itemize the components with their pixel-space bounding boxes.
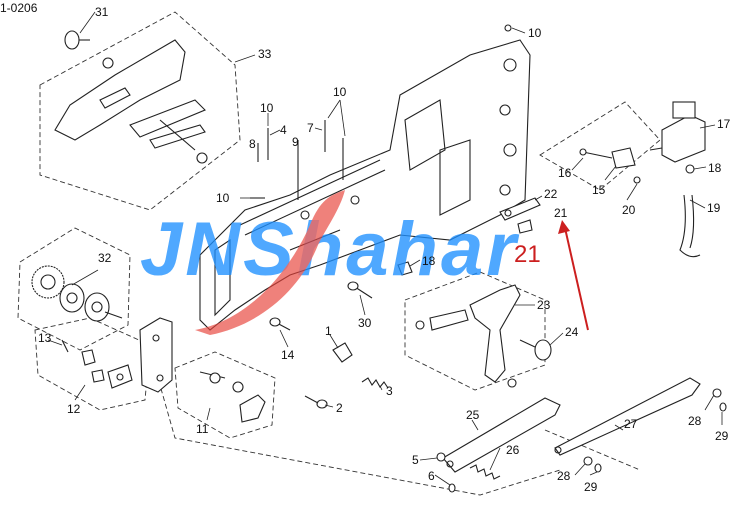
part-31-screw [64,30,90,50]
part-23-lever [415,284,521,388]
part-24-knob [519,339,552,361]
callout-label: 5 [412,453,419,467]
callout-label: 4 [280,123,287,137]
callout-label: 28 [688,414,702,428]
callout-label: 33 [258,47,272,61]
main-frame [199,39,531,331]
callout-label: 3 [386,384,393,398]
callout-label: 13 [38,331,52,345]
callout-label: 17 [717,117,731,131]
part-25-bar [442,397,561,473]
callout-label: 15 [592,183,606,197]
callout-label: 11 [196,422,209,436]
callout-label: 24 [565,325,579,339]
part-2-screw [304,395,328,409]
callout-label: 10 [333,85,347,99]
callout-label: 25 [466,408,480,422]
callout-label: 14 [281,348,295,362]
part-18-19-cable [679,164,701,258]
callout-label: 27 [624,417,638,431]
callout-label: 29 [715,429,729,443]
watermark-logo: JNShahar [140,190,517,335]
callout-label: 8 [249,137,256,151]
part-32-gear-assembly [31,265,123,322]
part-33-assembly [54,39,208,164]
callout-label: 29 [584,480,598,494]
callout-label: 6 [428,469,435,483]
callout-label: 28 [557,469,571,483]
part-13-12-parts [61,339,133,389]
callout-label: 10 [216,191,230,205]
part-1-lever [332,342,353,363]
bracket-plate [139,317,173,393]
leader-lines [47,11,723,486]
part-16-15-pin [579,147,641,184]
part-21-screw [517,219,533,234]
part-30-screw [347,281,373,299]
group-boxes [17,11,661,496]
part-27-bar [554,377,701,456]
callout-label: 7 [307,121,314,135]
drawing-code: 1-0206 [0,1,38,15]
part-26-spring [469,464,501,480]
callout-label: 19 [707,201,721,215]
part-3-spring [361,377,389,389]
callout-label: 1 [325,324,332,338]
callout-label: 21 [554,206,568,220]
callout-label: 26 [506,443,520,457]
callout-label: 32 [98,251,112,265]
callout-label: 18 [422,254,436,268]
callout-label: 30 [358,316,372,330]
callout-label: 31 [95,5,109,19]
watermark-swoosh [195,190,345,335]
vertical-pins [250,24,512,200]
small-fasteners [436,388,727,493]
part-18-nut [397,261,413,276]
callout-label: 10 [528,26,542,40]
callout-label: 23 [537,298,551,312]
highlight-label: 21 [514,241,541,268]
callout-label: 16 [558,166,572,180]
callout-label: 22 [544,187,558,201]
part-17-connector [649,101,706,163]
callout-label: 9 [292,135,299,149]
callout-label: 2 [336,401,343,415]
part-11-assembly [199,371,266,423]
part-14-screw [269,317,291,331]
highlight-arrow: 21 [514,220,589,331]
callout-label: 18 [708,161,722,175]
part-22-link [499,197,541,221]
callout-label: 12 [67,402,81,416]
callout-label: 20 [622,203,636,217]
callout-labels: 31 33 10 10 10 4 8 9 7 10 10 17 16 15 18… [38,5,731,494]
callout-label: 10 [260,101,274,115]
